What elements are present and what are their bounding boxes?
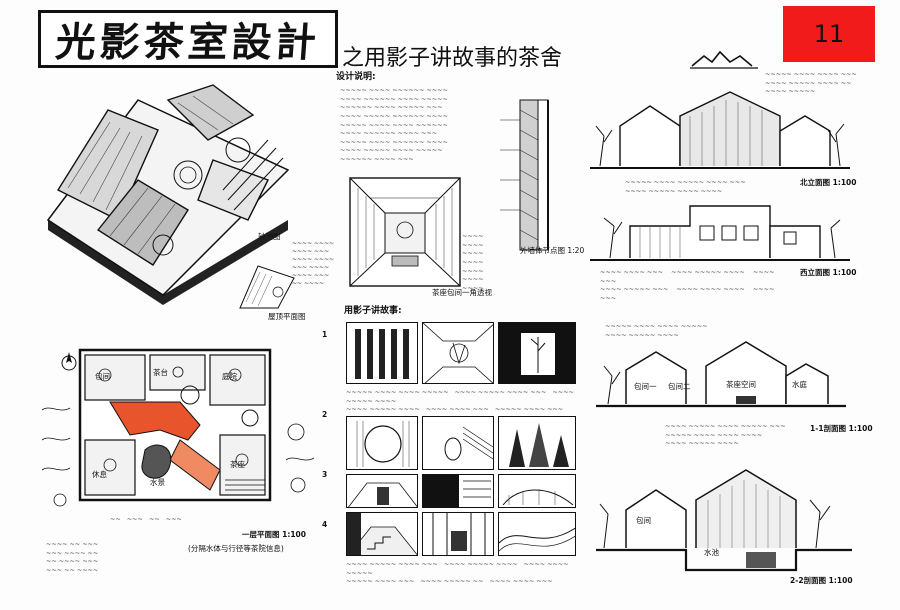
west-elevation-notes: ~~~~ ~~~~ ~~~ ~~~~ ~~~~~ ~~~~ ~~~~ ~~~ ~… bbox=[600, 268, 775, 306]
room-tag-5: 茶座 bbox=[230, 460, 245, 469]
room-tag-1: 包间 bbox=[95, 372, 110, 381]
story-frame-1a bbox=[346, 322, 418, 384]
story-mark-2: 2 bbox=[322, 410, 328, 419]
west-elevation-drawing bbox=[590, 205, 850, 261]
page-subtitle: 之用影子讲故事的茶舍 bbox=[342, 46, 563, 71]
section-tag-5: 包间 bbox=[636, 516, 651, 525]
north-elevation-note: ~~~~~ ~~~~ ~~~~ ~~~~~~~ ~~~~~ ~~~~ ~~~~~… bbox=[765, 70, 857, 96]
plan-footnote: ~~~~ ~~ ~~~~~~ ~~~~ ~~~~ ~~~~ ~~~~~~ ~~ … bbox=[46, 540, 99, 574]
story-caption-1: ~~~~~ ~~~~ ~~~~ ~~~~~ ~~~~ ~~~~~ ~~~~ ~~… bbox=[346, 388, 574, 412]
floor-plan-label: 一层平面图 1:100 bbox=[242, 530, 306, 539]
page-title: 光影茶室設計 bbox=[54, 19, 322, 66]
wall-section-detail bbox=[500, 99, 549, 251]
story-frame-3a bbox=[346, 474, 418, 508]
story-mark-1: 1 bbox=[322, 330, 328, 339]
title-box: 光影茶室設計 bbox=[38, 10, 338, 68]
story-caption-4: ~~~~ ~~~~~ ~~~~ ~~~ ~~~~ ~~~~~ ~~~~ ~~~~… bbox=[346, 560, 569, 586]
room-tag-3: 水景 bbox=[150, 478, 165, 487]
story-frame-2b bbox=[422, 416, 494, 470]
section-tag-4: 水庭 bbox=[792, 380, 807, 389]
plan-annotation-lines bbox=[41, 407, 71, 507]
section-22-label: 2-2剖面图 1:100 bbox=[790, 576, 853, 585]
story-frame-4a bbox=[346, 512, 418, 556]
section-tag-3: 茶座空间 bbox=[726, 380, 756, 389]
north-elevation-callout: ~~~~~ ~~~~ ~~~~~ ~~~~ ~~~~~~~ ~~~~~ ~~~~… bbox=[625, 178, 746, 195]
floor-plan-note: (分隔水体与行径等茶院信息) bbox=[188, 544, 284, 553]
wall-section-label: 外墙体节点图 1:20 bbox=[520, 246, 585, 255]
story-frame-2a bbox=[346, 416, 418, 470]
axonometric-note: ~~~~ ~~~~~~~~ ~~~~~~~ ~~~~~~~ ~~~~~~~~ ~… bbox=[292, 240, 335, 288]
plan-annotation-lines-right bbox=[285, 423, 315, 493]
axonometric-drawing bbox=[46, 84, 290, 305]
section-22-note: ~~~~ ~~~~~ ~~~~ ~~~~~ ~~~~~~~~ ~~~~ ~~~~… bbox=[665, 422, 786, 448]
page-number: 11 bbox=[813, 20, 845, 48]
room-tag-6: 休息 bbox=[92, 470, 107, 479]
section-11-note: ~~~~~ ~~~~ ~~~~ ~~~~~~~~~ ~~~~~ ~~~~ bbox=[605, 322, 708, 339]
north-elevation-drawing bbox=[590, 91, 850, 169]
interior-view-label: 茶座包间一角透视 bbox=[432, 288, 492, 297]
interior-perspective-drawing bbox=[349, 177, 461, 287]
roof-plan-drawing bbox=[239, 265, 295, 309]
story-frame-4b bbox=[422, 512, 494, 556]
cloud-sketch-icon bbox=[690, 50, 758, 69]
design-description-title: 设计说明: bbox=[336, 72, 376, 82]
plan-legend-scribbles: ~~ ~~~ ~~ ~~~ bbox=[110, 515, 182, 523]
west-elevation-label: 西立面图 1:100 bbox=[800, 268, 857, 277]
story-frame-4c bbox=[498, 512, 576, 556]
page-number-badge: 11 bbox=[783, 6, 875, 62]
north-elevation-label: 北立面图 1:100 bbox=[800, 178, 857, 187]
story-frame-3c bbox=[498, 474, 576, 508]
north-arrow-icon bbox=[61, 352, 77, 371]
story-frame-2c bbox=[498, 416, 576, 470]
design-description-text: ~~~~~ ~~~~ ~~~~~~ ~~~~ ~~~~ ~~~~~~ ~~~~ … bbox=[340, 86, 448, 164]
room-tag-4: 庭院 bbox=[222, 372, 237, 381]
section-11-drawing bbox=[596, 341, 846, 408]
section-tag-2: 包间二 bbox=[668, 382, 691, 391]
story-mark-3: 3 bbox=[322, 470, 328, 479]
section-11-label: 1-1剖面图 1:100 bbox=[810, 424, 873, 433]
section-tag-1: 包间一 bbox=[634, 382, 657, 391]
room-tag-2: 茶台 bbox=[153, 368, 168, 377]
story-frame-3b bbox=[422, 474, 494, 508]
story-title: 用影子讲故事: bbox=[344, 306, 402, 316]
story-frame-1c bbox=[498, 322, 576, 384]
floor-plan-drawing bbox=[78, 348, 272, 502]
axonometric-label: 轴测图 bbox=[258, 232, 281, 241]
wall-section-legend: ~~~~~~~~~~~~~~~~~~~~~~~~~~~~ bbox=[462, 232, 484, 292]
roof-plan-label: 屋顶平面图 bbox=[268, 312, 306, 321]
story-frame-1b bbox=[422, 322, 494, 384]
story-mark-4: 4 bbox=[322, 520, 328, 529]
section-tag-6: 水池 bbox=[704, 548, 719, 557]
section-22-drawing bbox=[596, 469, 852, 572]
